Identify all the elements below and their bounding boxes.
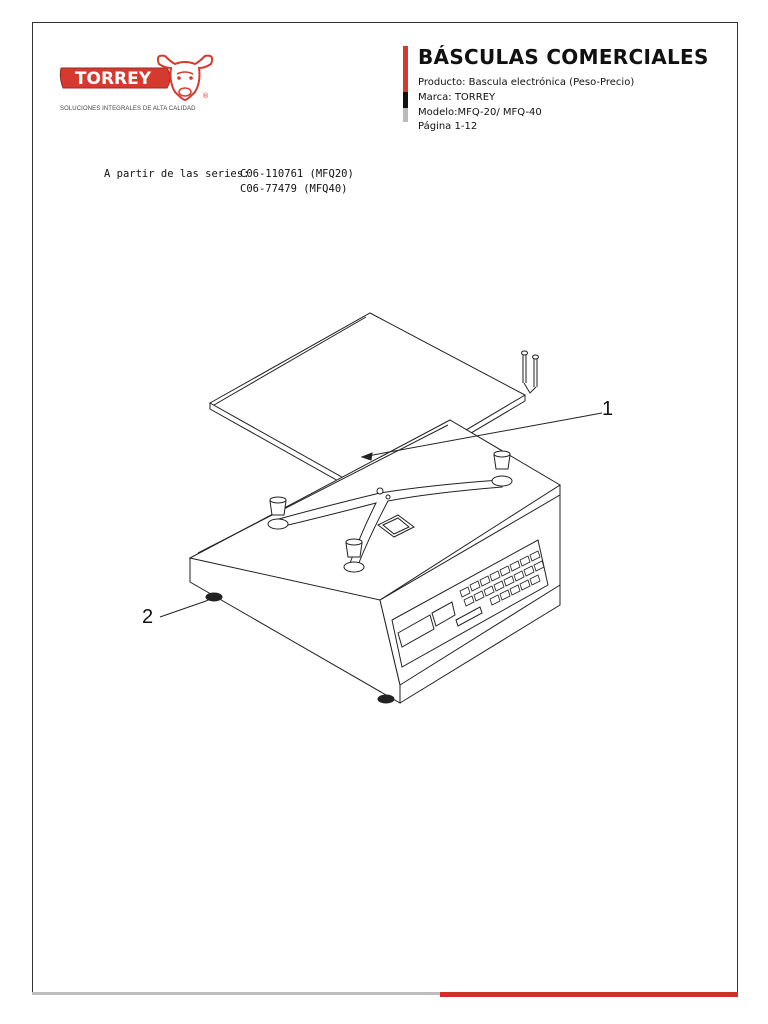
callout-2-line (205, 596, 215, 602)
series-line-1: C06-110761 (MFQ20) (240, 168, 354, 180)
scale-exploded-drawing (159, 312, 603, 704)
leveling-feet (205, 592, 395, 704)
rubber-feet (269, 450, 511, 558)
page-title: BÁSCULAS COMERCIALES (418, 45, 709, 69)
product-line: Producto: Bascula electrónica (Peso-Prec… (418, 77, 635, 88)
brand-line: Marca: TORREY (418, 92, 496, 103)
header-accent-bars (403, 46, 408, 122)
footer-accent (440, 992, 738, 997)
series-label: A partir de las series: (104, 168, 250, 180)
callout-2-leader (159, 600, 207, 618)
callout-1-leader (361, 412, 603, 458)
torrey-logo: TORREY ® (59, 54, 214, 102)
platter-plate (208, 312, 527, 497)
page-number: Página 1-12 (418, 121, 478, 132)
callout-1-arrowhead (360, 452, 373, 461)
series-line-2: C06-77479 (MFQ40) (240, 183, 348, 195)
callout-2: 2 (142, 606, 154, 628)
brand-tagline: SOLUCIONES INTEGRALES DE ALTA CALIDAD (60, 106, 196, 112)
brand-name: TORREY (75, 69, 152, 89)
svg-text:®: ® (202, 92, 209, 100)
screw-pair (521, 350, 539, 394)
model-line: Modelo:MFQ-20/ MFQ-40 (418, 107, 542, 118)
callout-1: 1 (602, 398, 614, 420)
load-bracket (267, 475, 513, 573)
bull-head-icon (156, 54, 214, 102)
footer-rule (32, 992, 738, 995)
